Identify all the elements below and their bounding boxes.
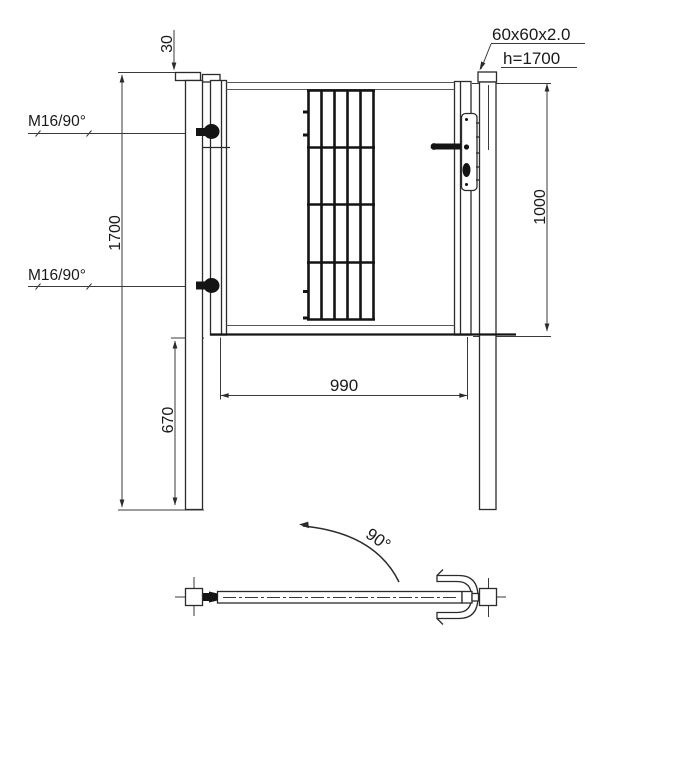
gate-height-label: 1000 (532, 189, 549, 225)
dimension-embed-670: 670 (160, 340, 178, 506)
lock-plate (460, 112, 478, 192)
left-post (174, 71, 221, 511)
post-profile-height-label: h=1700 (503, 49, 560, 68)
cap-height-label: 30 (159, 35, 176, 53)
anchor-callout-bottom: M16/90° (28, 267, 197, 290)
dimension-width-990: 990 (220, 376, 468, 398)
mesh-panel (303, 89, 375, 321)
anchor-callout-top: M16/90° (28, 113, 197, 137)
right-post-plan (470, 578, 506, 617)
opening-arc: 90° (299, 521, 400, 583)
left-post-cap (174, 71, 202, 82)
anchor-bottom-label: M16/90° (28, 267, 86, 284)
opening-angle-label: 90° (362, 524, 394, 554)
hinge-stile (209, 79, 228, 336)
hinge-bolt-top (196, 124, 230, 149)
hinge-plan (203, 593, 209, 601)
lock-assembly (430, 112, 479, 192)
keyhole (462, 163, 471, 177)
top-view: 90° (175, 521, 506, 625)
post-height-label: 1700 (107, 215, 124, 251)
gate-handle (432, 143, 463, 150)
gate-leaf-plan (203, 590, 480, 604)
post-profile-label: 60x60x2.0 (492, 25, 570, 44)
right-post (477, 71, 498, 511)
latch-plan (461, 590, 473, 604)
right-post-body (478, 81, 497, 511)
dimension-post-1700: 1700 (107, 74, 125, 508)
profile-callout: 60x60x2.0 h=1700 (479, 25, 585, 71)
left-post-body (184, 79, 204, 511)
anchor-top-label: M16/90° (28, 113, 86, 130)
front-view: 30 1700 670 990 1000 (28, 25, 585, 511)
handle-spindle (463, 144, 470, 150)
embed-depth-label: 670 (160, 407, 177, 434)
dimension-height-1000: 1000 (532, 83, 550, 332)
gate-width-label: 990 (330, 376, 358, 395)
right-post-cap (477, 71, 498, 83)
catch-fork (436, 569, 479, 625)
hinge-bolt-bottom (196, 278, 220, 293)
left-post-plan (175, 577, 213, 616)
dimension-cap-30: 30 (159, 30, 177, 71)
